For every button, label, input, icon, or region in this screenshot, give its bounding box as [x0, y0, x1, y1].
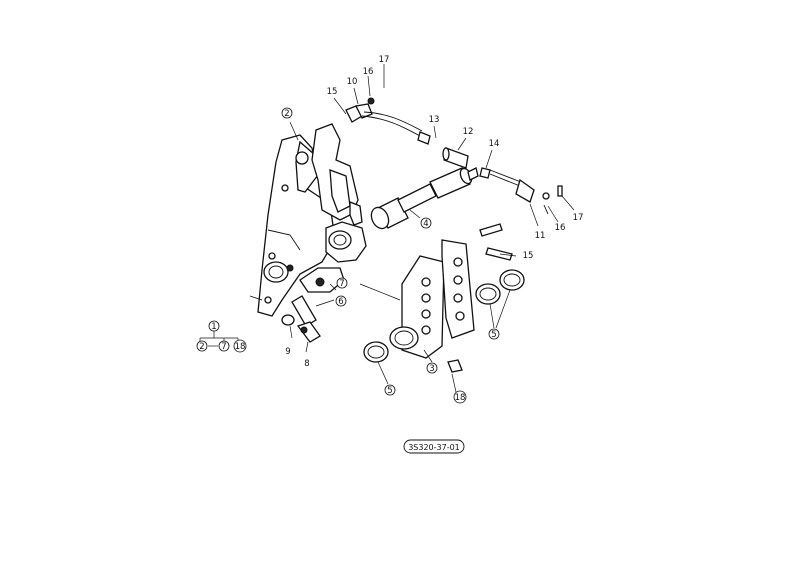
- svg-text:3: 3: [429, 364, 434, 374]
- bracket-part-2: [249, 134, 336, 317]
- svg-text:8: 8: [304, 359, 309, 369]
- svg-text:11: 11: [535, 231, 546, 241]
- label-13: 13: [429, 115, 440, 125]
- svg-text:5: 5: [491, 330, 496, 340]
- label-8: 8: [304, 359, 309, 369]
- label-18: 18: [453, 390, 467, 404]
- label-17a: 17: [379, 55, 390, 65]
- legend-right: 18: [235, 342, 246, 352]
- label-16b: 16: [555, 223, 566, 233]
- svg-text:15: 15: [523, 251, 534, 261]
- label-15a: 15: [327, 87, 338, 97]
- legend-left: 2: [199, 342, 204, 352]
- label-7: 7: [336, 277, 348, 289]
- assembly-legend: 1 2 7 18: [196, 320, 247, 353]
- svg-text:15: 15: [327, 87, 338, 97]
- link-rod-assembly: [345, 97, 563, 215]
- leader-lines: [289, 64, 575, 393]
- shaft-part-4: [370, 167, 479, 230]
- svg-text:6: 6: [338, 297, 343, 307]
- svg-text:16: 16: [363, 67, 374, 77]
- part-labels: 2 15 10 16 17 13 12 14 4 11 16 17 15 7 6…: [281, 55, 584, 404]
- label-3: 3: [426, 362, 438, 374]
- svg-text:4: 4: [423, 219, 428, 229]
- label-15b: 15: [523, 251, 534, 261]
- label-5b: 5: [384, 384, 396, 396]
- svg-text:2: 2: [284, 109, 289, 119]
- label-6: 6: [335, 295, 347, 307]
- bushings-part-5: [363, 269, 525, 363]
- svg-text:12: 12: [463, 127, 474, 137]
- label-4: 4: [420, 217, 432, 229]
- legend-mid: 7: [221, 342, 226, 352]
- svg-text:9: 9: [285, 347, 290, 357]
- label-11: 11: [535, 231, 546, 241]
- svg-text:17: 17: [573, 213, 584, 223]
- svg-text:10: 10: [347, 77, 358, 87]
- svg-text:5: 5: [387, 386, 392, 396]
- label-10: 10: [347, 77, 358, 87]
- svg-text:13: 13: [429, 115, 440, 125]
- drawing-code: 3S320-37-01: [408, 443, 460, 452]
- label-16a: 16: [363, 67, 374, 77]
- upper-plate: [311, 123, 363, 226]
- drawing-code-badge: 3S320-37-01: [403, 439, 465, 454]
- label-2: 2: [281, 107, 293, 119]
- hub-assembly: [299, 221, 367, 293]
- svg-text:16: 16: [555, 223, 566, 233]
- svg-text:18: 18: [455, 393, 466, 403]
- label-17b: 17: [573, 213, 584, 223]
- svg-text:14: 14: [489, 139, 500, 149]
- svg-text:17: 17: [379, 55, 390, 65]
- label-9: 9: [285, 347, 290, 357]
- pin-part-15: [479, 223, 513, 261]
- label-5a: 5: [488, 328, 500, 340]
- legend-top: 1: [211, 322, 216, 332]
- hardware-small: [281, 295, 463, 373]
- svg-text:7: 7: [339, 279, 344, 289]
- label-14: 14: [489, 139, 500, 149]
- label-12: 12: [463, 127, 474, 137]
